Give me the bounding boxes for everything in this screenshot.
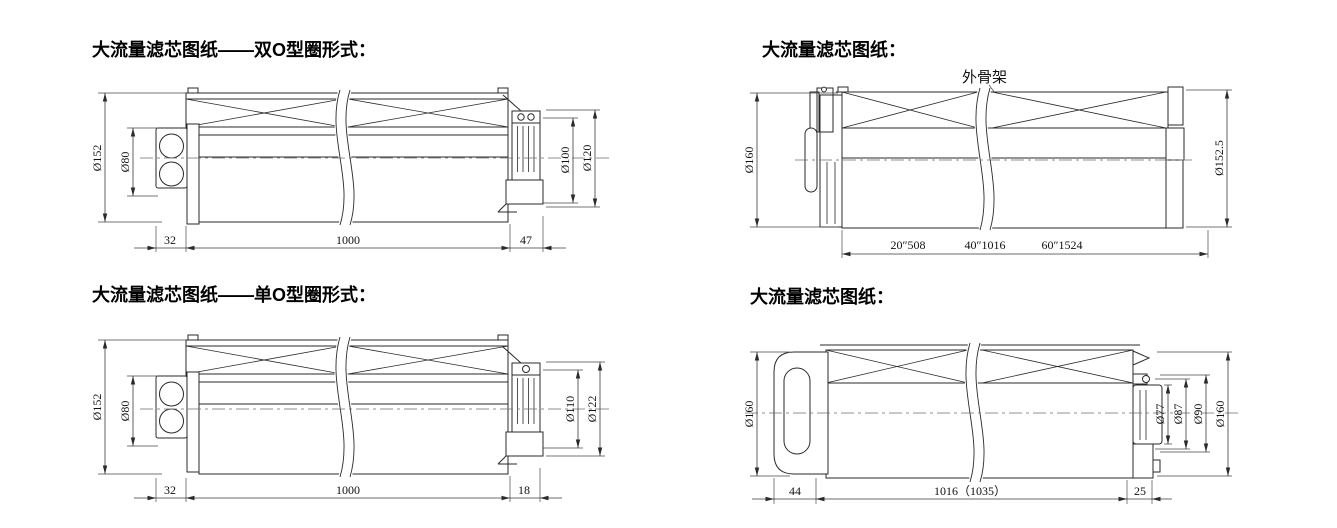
- dim-spigot-diameter: Ø77: [1153, 404, 1167, 425]
- dim-cap-length: 44: [789, 484, 801, 498]
- pleat-strip-band: [841, 127, 1167, 159]
- dim-outer-diameter: Ø152: [90, 394, 104, 421]
- o-ring-seal: [527, 113, 535, 121]
- callout-leader: [988, 84, 996, 94]
- dimensions: Ø160 Ø77 Ø87 Ø90 Ø160 44 1016（1035） 25: [742, 351, 1232, 504]
- dim-end-length: 18: [518, 483, 530, 497]
- dim-right-outer-diameter: Ø160: [1213, 401, 1227, 428]
- dim-body-length: 1000: [336, 233, 360, 247]
- dim-bore-diameter: Ø80: [118, 401, 132, 422]
- left-end-cap: [155, 123, 200, 225]
- dim-cap-length: 32: [164, 483, 176, 497]
- break-line: [974, 86, 996, 232]
- left-end-cap: [804, 86, 843, 228]
- drawing-outer-skeleton: Ø160 Ø152.5 20″508 40″1016 60″1524: [742, 84, 1232, 258]
- band-end-flap: [1132, 350, 1151, 366]
- outer-skeleton-callout: 外骨架: [962, 70, 1008, 86]
- drawing-single-oring: Ø152 Ø80 Ø110 Ø122 32 1000 18: [90, 334, 612, 502]
- o-ring-seal: [1142, 375, 1150, 383]
- dim-outer-diameter: Ø160: [742, 147, 756, 174]
- right-connector: [1132, 373, 1163, 479]
- dim-outer-diameter: Ø160: [742, 401, 756, 428]
- dim-groove-diameter: Ø87: [1171, 404, 1185, 425]
- dim-body-length: 1016（1035）: [934, 484, 1006, 498]
- break-line: [964, 341, 986, 484]
- o-ring-port-bottom: [159, 408, 184, 434]
- dim-length-40in: 40″1016: [965, 238, 1006, 252]
- panel-title-single-oring: 大流量滤芯图纸——单O型圈形式：: [92, 285, 376, 305]
- right-connector: [497, 346, 544, 465]
- dimensions: Ø160 Ø152.5 20″508 40″1016 60″1524: [742, 89, 1232, 258]
- wire-mesh: [841, 157, 1167, 229]
- dim-outer-diameter: Ø152: [90, 145, 104, 172]
- dim-right-diameter: Ø152.5: [1212, 140, 1226, 176]
- panel-title-bottom-right: 大流量滤芯图纸：: [750, 287, 894, 307]
- dim-cap-length: 32: [164, 233, 176, 247]
- break-line: [334, 88, 356, 227]
- o-ring-seal: [517, 113, 525, 121]
- panel-title-double-oring: 大流量滤芯图纸——双O型圈形式：: [92, 40, 376, 60]
- break-line: [334, 335, 356, 479]
- end-seal-section: [1165, 127, 1185, 161]
- dim-flange-diameter: Ø120: [580, 145, 594, 172]
- dim-end-length: 25: [1134, 484, 1146, 498]
- dim-neck-diameter: Ø110: [563, 396, 577, 422]
- drawing-double-oring: Ø152 Ø80 Ø100 Ø120 32 1000 47: [90, 87, 612, 252]
- o-ring-port-bottom: [159, 161, 184, 187]
- drawing-handle-cap: Ø160 Ø77 Ø87 Ø90 Ø160 44 1016（1035） 25: [742, 341, 1240, 504]
- dim-neck-diameter: Ø90: [1191, 404, 1205, 425]
- o-ring-port-top: [159, 381, 184, 407]
- o-ring-seal: [522, 365, 530, 373]
- o-ring-port-top: [159, 133, 184, 159]
- dim-end-length: 47: [520, 233, 532, 247]
- dim-flange-diameter: Ø122: [585, 396, 599, 423]
- dim-length-20in: 20″508: [891, 238, 926, 252]
- right-connector: [497, 94, 544, 213]
- cartridge-body: [836, 86, 1185, 229]
- dim-neck-diameter: Ø100: [558, 147, 572, 174]
- dim-bore-diameter: Ø80: [118, 152, 132, 173]
- dim-length-60in: 60″1524: [1042, 238, 1083, 252]
- outer-wrap-band: [825, 349, 1134, 384]
- dimensions: Ø152 Ø80 Ø110 Ø122 32 1000 18: [90, 339, 605, 502]
- carry-handle: [783, 367, 811, 455]
- dimensions: Ø152 Ø80 Ø100 Ø120 32 1000 47: [90, 92, 600, 252]
- dim-body-length: 1000: [336, 483, 360, 497]
- panel-title-top-right: 大流量滤芯图纸：: [762, 40, 906, 60]
- outer-skeleton-band: [841, 91, 1169, 129]
- left-end-cap: [155, 371, 200, 473]
